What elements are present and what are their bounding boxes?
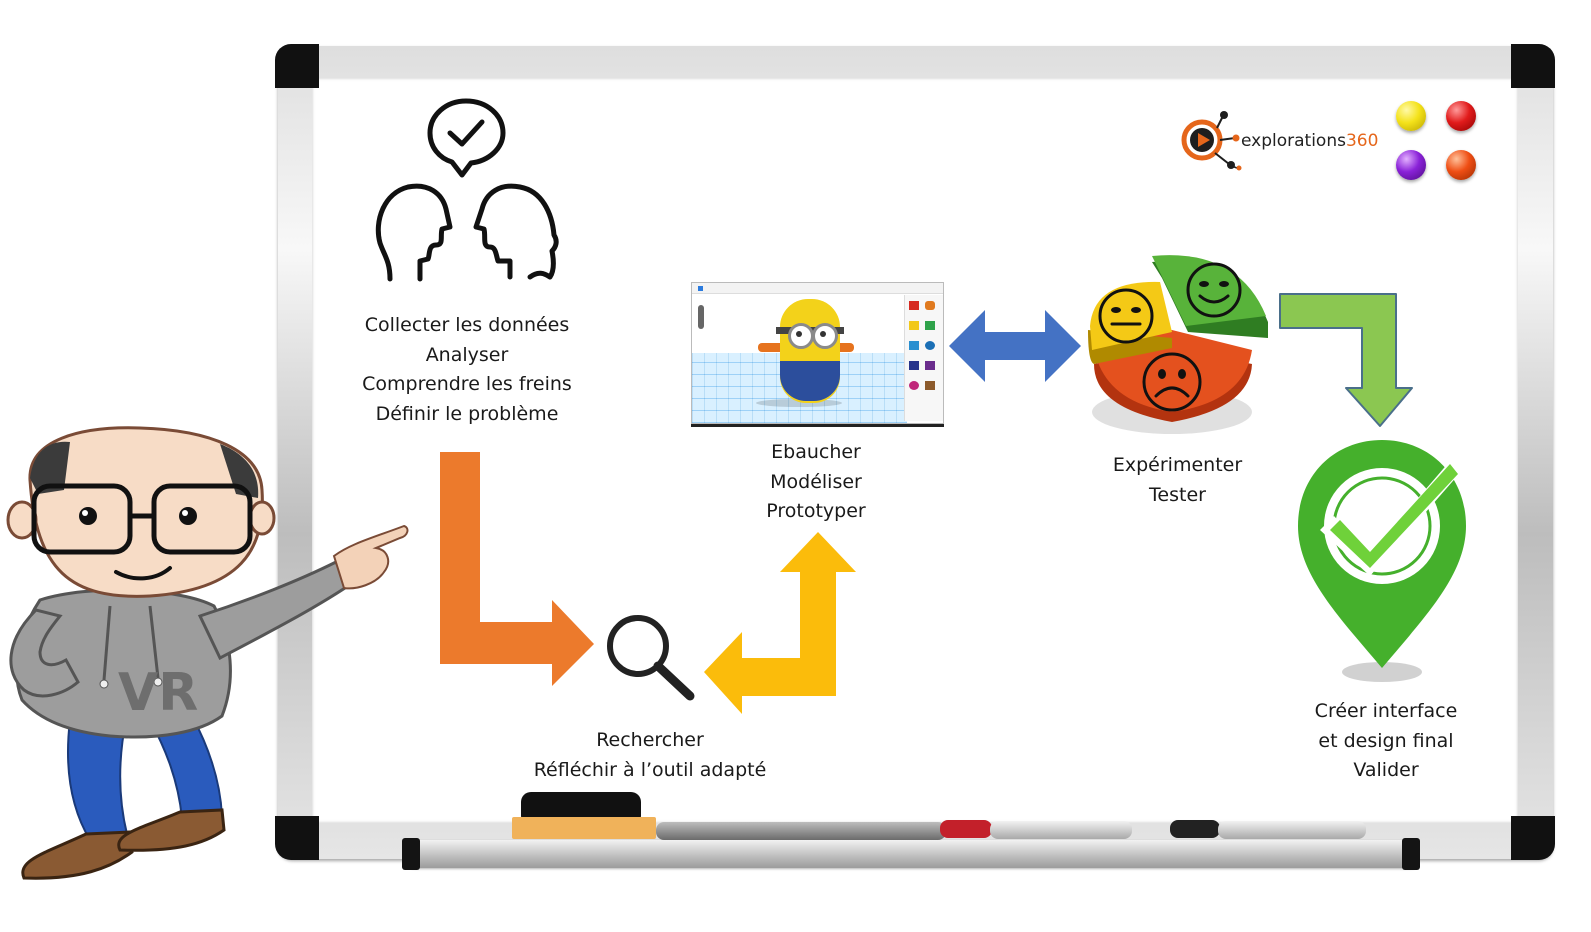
- marker-tray: [408, 840, 1418, 868]
- eraser-handle: [521, 792, 641, 818]
- step-prototype-line: Modéliser: [770, 470, 862, 493]
- minion-overalls: [780, 361, 840, 401]
- step-prototype-label: Ebaucher Modéliser Prototyper: [716, 438, 916, 527]
- shape-paraboloid-icon: [909, 381, 919, 390]
- step-test-line: Expérimenter: [1112, 454, 1243, 476]
- shape-roof-icon: [909, 321, 919, 330]
- minion-pupil: [820, 331, 826, 337]
- frame-corner: [275, 816, 319, 860]
- step-test-label: Expérimenter Tester: [1080, 451, 1275, 510]
- orange-arrow-icon: [440, 452, 594, 686]
- step-validate-line: Valider: [1353, 759, 1419, 781]
- step-prototype-line: Prototyper: [766, 500, 866, 522]
- shape-polygon-icon: [909, 361, 919, 370]
- tray-end: [402, 838, 420, 870]
- green-arrow-icon: [1279, 293, 1413, 427]
- shape-cone-icon: [925, 361, 935, 370]
- presenter-character: VR: [6, 426, 409, 880]
- shape-tube-icon: [925, 381, 935, 390]
- tray-end: [1402, 838, 1420, 870]
- magnifier-icon: [607, 615, 695, 701]
- blue-double-arrow-icon: [949, 310, 1081, 382]
- step-research-line: Rechercher: [596, 729, 704, 751]
- eraser-pad: [512, 817, 656, 839]
- whiteboard-surface: [312, 78, 1518, 823]
- step-validate-label: Créer interface et design final Valider: [1290, 697, 1482, 786]
- purple-magnet: [1396, 150, 1426, 180]
- brand-name-main: explorations: [1241, 131, 1346, 151]
- step-collect-line: Définir le problème: [375, 402, 559, 425]
- shapes-panel: [904, 295, 943, 421]
- marker-red-body: [990, 821, 1132, 839]
- people-discussion-icon: [375, 98, 559, 282]
- marker-red-cap: [940, 820, 992, 838]
- app-logo-icon: [698, 286, 703, 291]
- frame-corner: [1511, 816, 1555, 860]
- minion-shadow: [756, 399, 842, 407]
- shape-box-icon: [909, 301, 919, 310]
- brand-name-accent: 360: [1345, 131, 1379, 151]
- view-controls: [698, 305, 704, 329]
- shape-sphere-icon: [925, 341, 935, 350]
- check-location-pin-icon: [1298, 440, 1466, 682]
- yellow-arrow-icon: [704, 532, 856, 714]
- yellow-magnet: [1396, 101, 1426, 131]
- step-collect-line: Collecter les données: [364, 314, 570, 336]
- step-collect-label: Collecter les données Analyser Comprendr…: [344, 311, 590, 429]
- minion-pupil: [796, 331, 802, 337]
- orange-magnet: [1446, 150, 1476, 180]
- shape-cylinder-icon: [925, 301, 935, 310]
- step-collect-line: Analyser: [425, 343, 509, 366]
- minion-eye-right: [812, 323, 838, 349]
- step-research-label: Rechercher Réfléchir à l’outil adapté: [510, 726, 790, 785]
- satisfaction-pie-icon: [1088, 255, 1268, 434]
- 3d-modeling-screenshot: [691, 282, 944, 424]
- explorations360-logo-icon: [1181, 111, 1242, 171]
- step-validate-line: et design final: [1318, 729, 1454, 752]
- shape-pyramid-icon: [925, 321, 935, 330]
- marker-black-cap: [1170, 820, 1220, 838]
- red-magnet: [1446, 101, 1476, 131]
- brand-name: explorations360: [1241, 131, 1378, 151]
- hoodie-text: VR: [118, 663, 198, 723]
- step-test-line: Tester: [1149, 483, 1206, 506]
- frame-corner: [1511, 44, 1555, 88]
- marker-black-body: [1218, 821, 1366, 839]
- shape-wedge-icon: [909, 341, 919, 350]
- step-research-line: Réfléchir à l’outil adapté: [533, 758, 767, 781]
- step-validate-line: Créer interface: [1314, 700, 1458, 722]
- step-collect-line: Comprendre les freins: [362, 373, 572, 395]
- app-toolbar: [692, 283, 943, 294]
- step-prototype-line: Ebaucher: [771, 441, 861, 463]
- marker-grey: [656, 822, 946, 840]
- frame-corner: [275, 44, 319, 88]
